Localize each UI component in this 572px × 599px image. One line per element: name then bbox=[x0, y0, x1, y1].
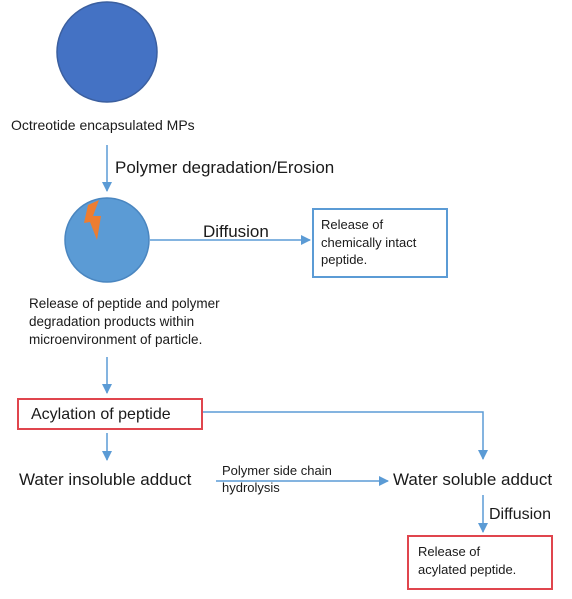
release-intact-text: Release of chemically intact peptide. bbox=[321, 217, 417, 268]
diffusion-label-1: Diffusion bbox=[203, 222, 269, 241]
acylation-text: Acylation of peptide bbox=[31, 406, 171, 423]
soluble-adduct-label: Water soluble adduct bbox=[393, 470, 553, 489]
diffusion-label-2: Diffusion bbox=[489, 506, 551, 523]
release-acylated-box: Release of acylated peptide. bbox=[407, 535, 553, 590]
release-acylated-text: Release of acylated peptide. bbox=[418, 544, 517, 578]
degradation-step-label: Polymer degradation/Erosion bbox=[115, 158, 335, 177]
arrow-acylation-to-soluble bbox=[203, 411, 488, 460]
encapsulated-label: Octreotide encapsulated MPs bbox=[11, 117, 195, 133]
release-products-label: Release of peptide and polymer degradati… bbox=[29, 296, 220, 348]
release-intact-box: Release of chemically intact peptide. bbox=[312, 208, 448, 278]
acylation-box: Acylation of peptide bbox=[17, 398, 203, 430]
degrading-particle-icon bbox=[64, 197, 150, 283]
crack-icon bbox=[84, 200, 101, 240]
intact-particle-icon bbox=[56, 1, 158, 103]
side-chain-hydrolysis-label: Polymer side chain hydrolysis bbox=[222, 463, 332, 495]
insoluble-adduct-label: Water insoluble adduct bbox=[19, 470, 192, 489]
